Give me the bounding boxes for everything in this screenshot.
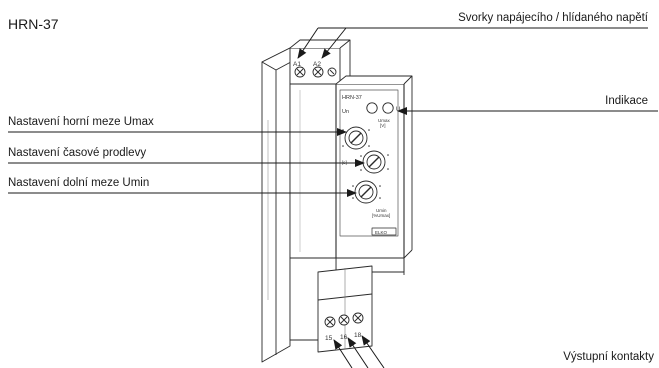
umin-label: Umin [376,208,387,213]
callout-indication: Indikace [605,95,648,107]
knob-delay [362,150,386,174]
leader-output-18 [361,335,385,368]
terminal-16-label: 16 [340,334,348,341]
terminal-a2-label: A2 [313,61,321,68]
leader-output-15 [333,339,353,368]
brand-plate [371,227,397,236]
terminal-18-label: 18 [354,332,362,339]
leader-output-16 [347,337,369,368]
led-un-label: Un [342,109,349,115]
umin-unit: [%Umax] [372,213,390,218]
delay-unit: [s] [342,160,347,165]
knob-umax [344,126,368,150]
callout-time-delay: Nastavení časové prodlevy [8,147,147,159]
terminal-a1-label: A1 [293,61,301,68]
umax-label: Umax [378,118,391,123]
led-un [366,102,378,114]
led-u [382,102,394,114]
leader-supply-a1 [297,27,319,59]
callout-lower-limit: Nastavení dolní meze Umin [8,177,150,189]
relay-side [289,83,337,259]
terminal-15-label: 15 [325,335,333,342]
brand-label: ELKO [375,230,388,235]
callout-upper-limit: Nastavení horní meze Umax [8,116,154,128]
knob-umin [354,180,378,204]
callout-supply-terminals: Svorky napájecího / hlídaného napětí [458,12,648,24]
page-title: HRN-37 [8,16,59,32]
leader-supply-a2 [321,27,347,59]
umax-unit: [V] [380,123,386,128]
led-u-label: U [396,107,400,113]
device-model-label: HRN-37 [342,95,362,101]
callout-output-contacts: Výstupní kontakty [563,351,654,363]
